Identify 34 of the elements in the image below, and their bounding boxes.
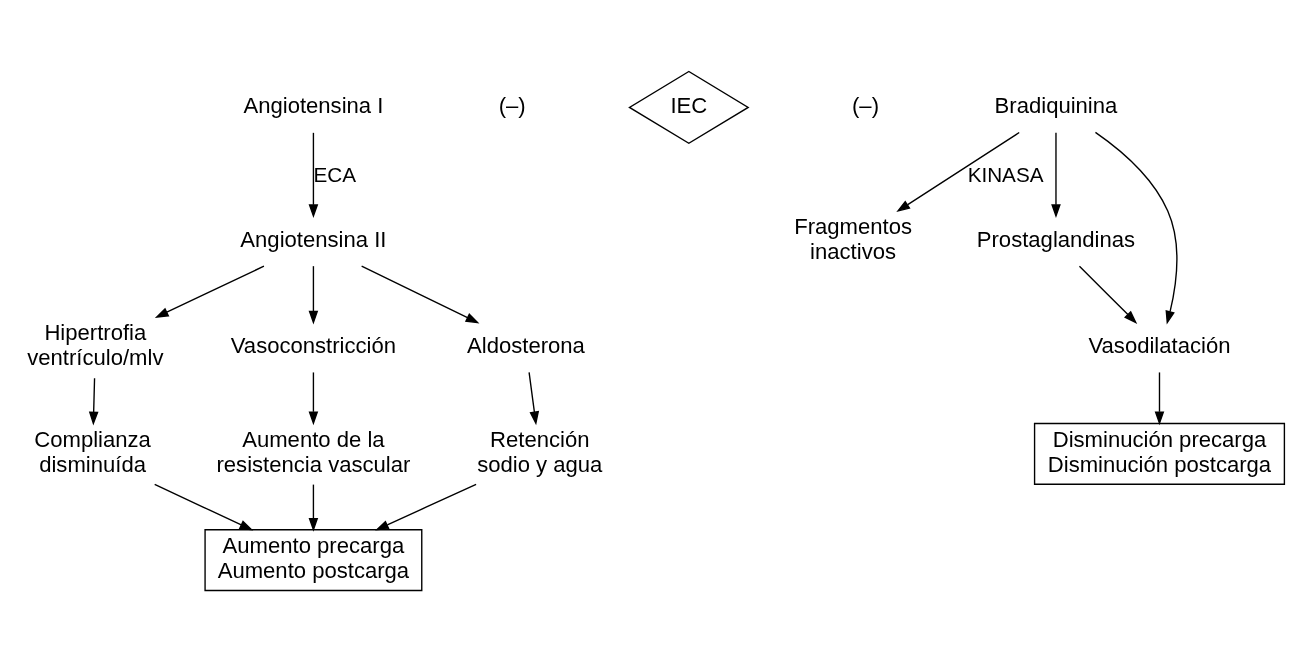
arrow	[360, 265, 480, 324]
node-text: Angiotensina I	[243, 92, 384, 118]
arrow	[308, 371, 319, 426]
node-text: Angiotensina II	[240, 226, 387, 252]
node-text: Aumento de la resistencia vascular	[216, 426, 411, 477]
node-text: Bradiquinina	[994, 92, 1118, 118]
node-diamond: IEC	[628, 70, 750, 145]
edge-label: KINASA	[967, 162, 1044, 186]
node-text: Complianza disminuída	[34, 426, 151, 477]
arrow	[88, 377, 99, 426]
arrow	[1154, 371, 1165, 426]
node-box: Aumento precarga Aumento postcarga	[204, 529, 423, 592]
node-text: Vasodilatación	[1088, 332, 1231, 358]
arrow	[896, 131, 1020, 212]
arrow	[308, 483, 319, 532]
arrow	[154, 483, 254, 531]
arrow	[528, 371, 540, 426]
arrow	[1051, 132, 1061, 219]
node-text: Retención sodio y agua	[477, 426, 603, 477]
arrow	[308, 265, 319, 325]
node-text: Prostaglandinas	[976, 226, 1136, 252]
node-text: Aldosterona	[467, 332, 585, 358]
arrow	[154, 265, 265, 318]
label: (–)	[498, 92, 526, 118]
node-box: Disminución precarga Disminución postcarga	[1033, 422, 1286, 485]
arrow	[375, 483, 477, 531]
arrow	[1078, 265, 1138, 324]
arrow	[308, 132, 319, 219]
node-text: Vasoconstricción	[230, 332, 397, 358]
node-text: Fragmentos inactivos	[794, 214, 912, 264]
label: (–)	[852, 92, 879, 118]
node-text: Hipertrofia ventrículo/mlv	[27, 320, 164, 371]
arrow	[1094, 131, 1178, 325]
edge-label: ECA	[313, 162, 357, 186]
